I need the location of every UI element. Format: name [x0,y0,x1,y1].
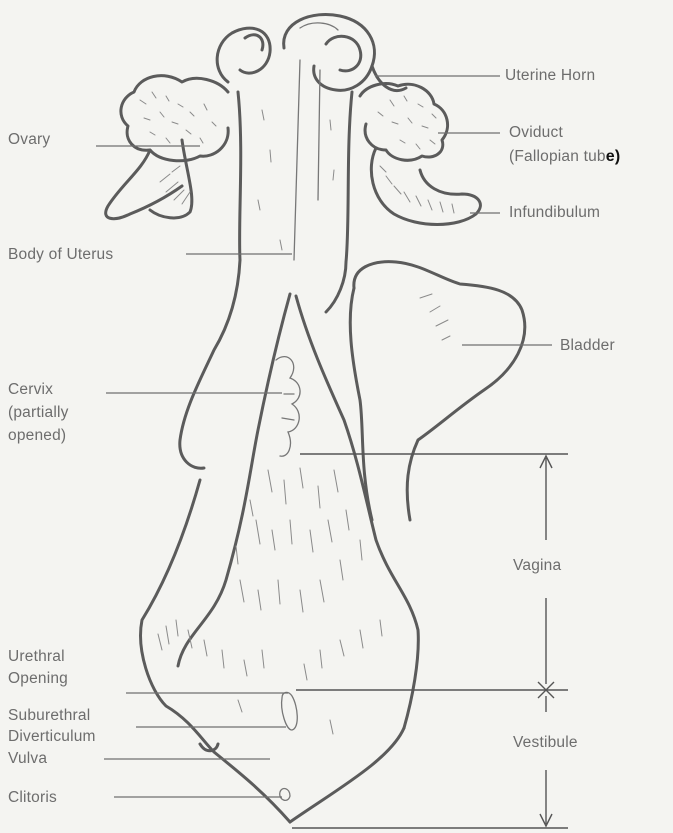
label-vulva: Vulva [8,749,47,768]
left-ovary-oviduct [106,76,228,219]
bladder [350,262,525,520]
dimension-brackets [292,454,568,828]
label-fallopian-tube-part2: e) [606,148,621,165]
label-urethral-opening: Opening [8,669,68,688]
label-bladder: Bladder [560,336,615,355]
leader-lines [96,76,552,797]
label-vestibule: Vestibule [513,733,578,752]
cervix-vagina [178,294,418,728]
label-vagina: Vagina [513,556,561,575]
label-cervix: Cervix [8,380,53,399]
label-fallopian-tube: (Fallopian tube) [509,147,620,166]
uterus-body [180,60,352,468]
right-ovary-oviduct [360,84,480,225]
uterine-horns [217,14,406,90]
label-infundibulum: Infundibulum [509,203,600,222]
label-diverticulum: Diverticulum [8,727,96,746]
label-urethral: Urethral [8,647,65,666]
label-suburethral: Suburethral [8,706,90,725]
label-clitoris: Clitoris [8,788,57,807]
label-cervix-line3: opened) [8,426,66,445]
label-ovary: Ovary [8,130,50,149]
label-fallopian-tube-part1: (Fallopian tub [509,148,606,165]
label-cervix-line2: (partially [8,403,69,422]
label-oviduct: Oviduct [509,123,563,142]
label-body-of-uterus: Body of Uterus [8,245,113,264]
label-uterine-horn: Uterine Horn [505,66,595,85]
